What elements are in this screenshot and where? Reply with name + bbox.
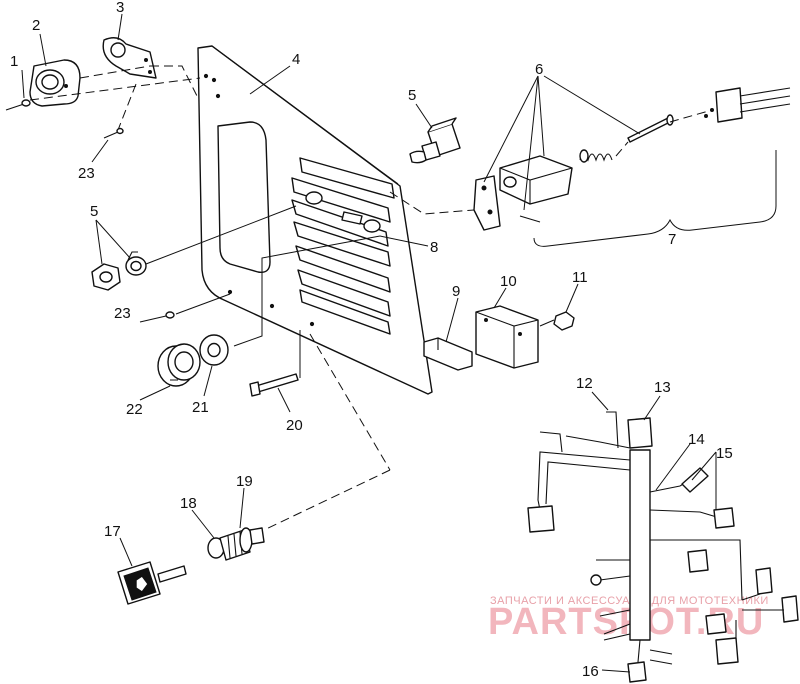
callout-20: 20 bbox=[286, 417, 303, 434]
callout-16: 16 bbox=[582, 663, 599, 680]
part-23-screw-top bbox=[103, 127, 124, 139]
callout-14: 14 bbox=[688, 431, 705, 448]
callout-17: 17 bbox=[104, 523, 121, 540]
part-5-toggle-switch bbox=[409, 117, 461, 164]
callout-15: 15 bbox=[716, 445, 733, 462]
callout-10: 10 bbox=[500, 273, 517, 290]
part-2-bezel bbox=[29, 59, 81, 107]
part-6-switch-assembly bbox=[473, 87, 791, 231]
callout-leaders bbox=[21, 13, 717, 673]
part-21-washer bbox=[199, 334, 229, 366]
callout-6: 6 bbox=[535, 61, 543, 78]
part-14-wiring-harness bbox=[527, 411, 799, 683]
callout-2: 2 bbox=[32, 17, 40, 34]
callout-3: 3 bbox=[116, 0, 124, 16]
callout-7: 7 bbox=[668, 231, 676, 248]
watermark-logo: ЗАПЧАСТИ И АКСЕССУАРЫ ДЛЯ МОТОТЕХНИКИ PA… bbox=[488, 595, 769, 643]
part-22-bezel-ring bbox=[157, 343, 201, 387]
callout-5-toggle: 5 bbox=[408, 87, 416, 104]
callout-11: 11 bbox=[572, 269, 588, 286]
callout-23-top: 23 bbox=[78, 165, 95, 182]
callout-19: 19 bbox=[236, 473, 253, 490]
part-23-screw-lower bbox=[139, 311, 175, 323]
callout-21: 21 bbox=[192, 399, 209, 416]
callout-22: 22 bbox=[126, 401, 143, 418]
watermark-tagline: ЗАПЧАСТИ И АКСЕССУАРЫ ДЛЯ МОТОТЕХНИКИ bbox=[490, 595, 769, 607]
part-20-bolt bbox=[249, 373, 299, 397]
callout-23-lower: 23 bbox=[114, 305, 131, 322]
part-11-nut bbox=[553, 311, 575, 331]
part-18-19-key-switch bbox=[207, 527, 265, 561]
dash-panel bbox=[197, 45, 433, 395]
part-5-nut-washer bbox=[91, 251, 147, 291]
part-10-bracket bbox=[475, 305, 539, 369]
callout-9: 9 bbox=[452, 283, 460, 300]
callout-1: 1 bbox=[10, 53, 18, 70]
callout-5-nut: 5 bbox=[90, 203, 98, 220]
part-1-screw bbox=[5, 99, 31, 111]
part-17-key bbox=[117, 561, 187, 605]
callout-8: 8 bbox=[430, 239, 438, 256]
callout-18: 18 bbox=[180, 495, 197, 512]
part-3-bracket bbox=[102, 37, 157, 79]
callout-13: 13 bbox=[654, 379, 671, 396]
callout-labels: 1 2 3 4 5 5 6 7 8 9 10 11 12 13 14 15 16… bbox=[10, 0, 733, 680]
callout-4: 4 bbox=[292, 51, 300, 68]
callout-12: 12 bbox=[576, 375, 593, 392]
part-9-plate bbox=[423, 337, 473, 371]
